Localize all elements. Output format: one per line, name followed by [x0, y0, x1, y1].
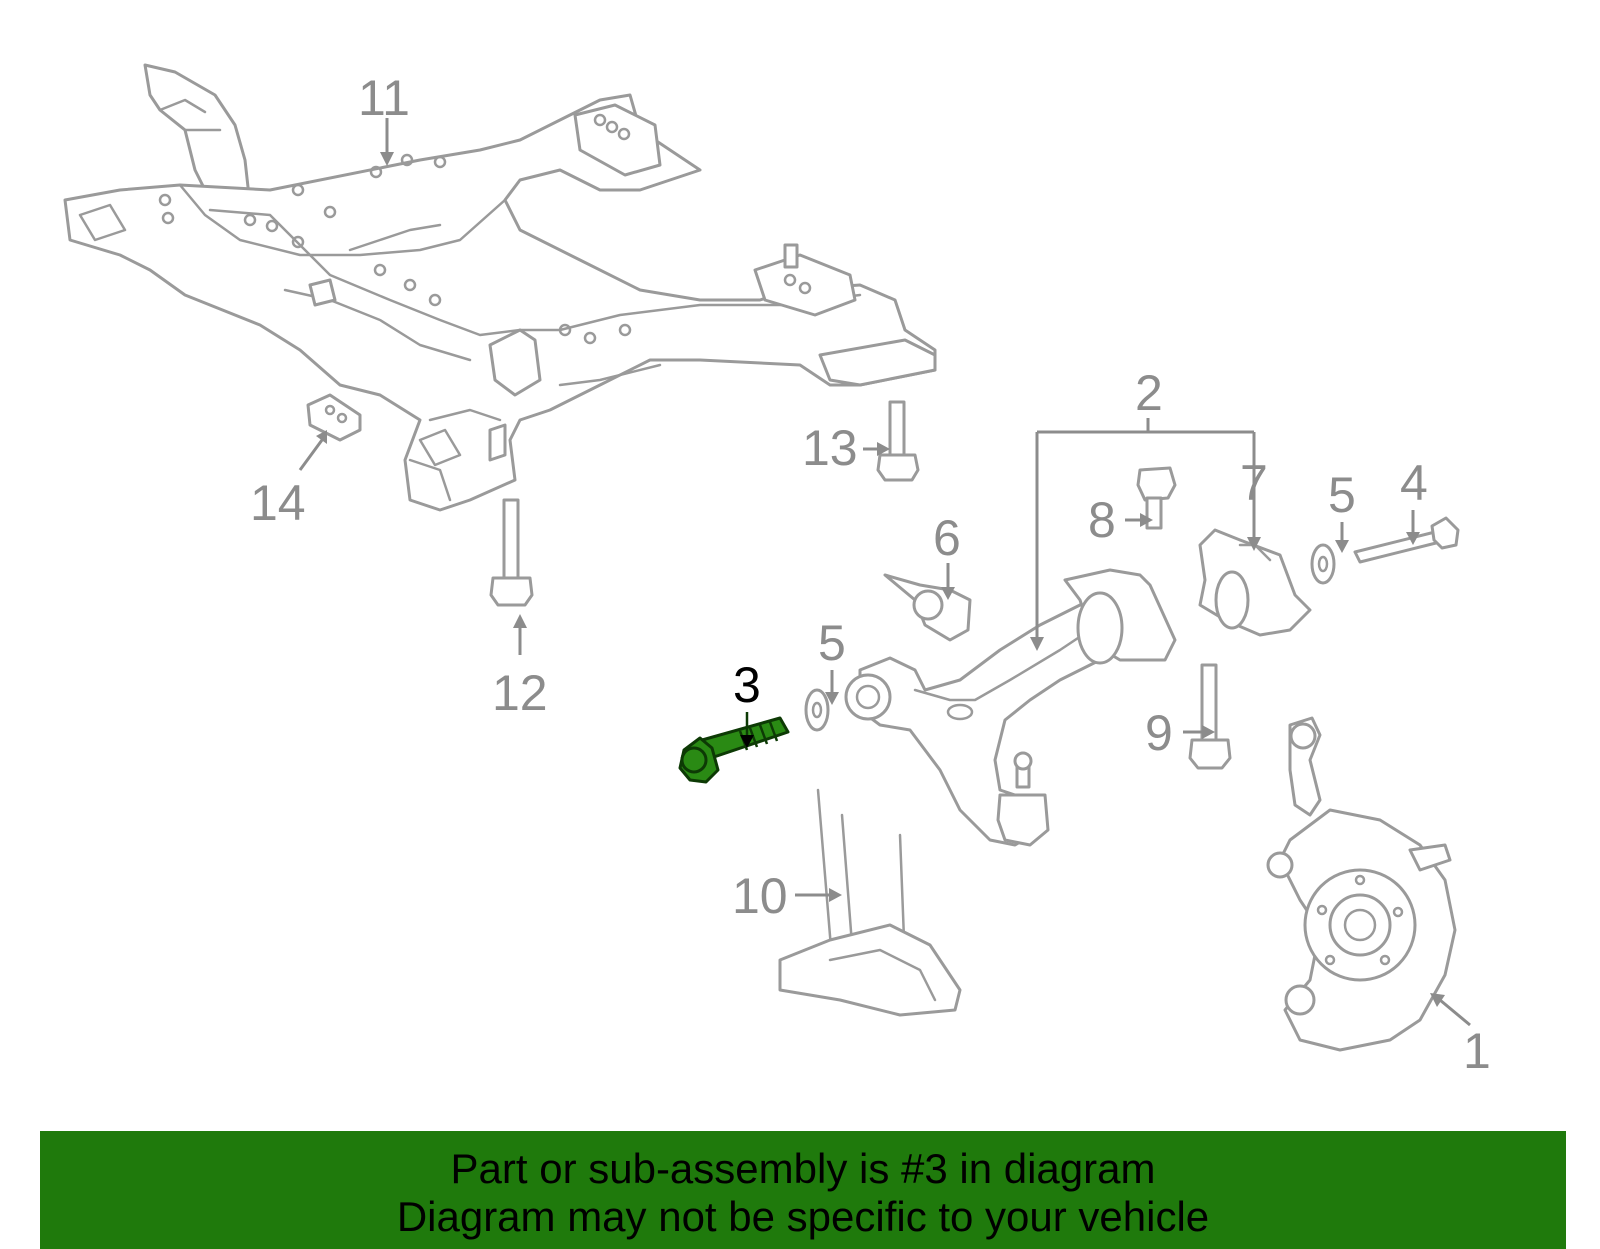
part-5-washer-right[interactable]: [1310, 543, 1336, 585]
part-2-control-arm[interactable]: [844, 568, 1177, 847]
label-6: 6: [933, 510, 961, 566]
label-5-left: 5: [818, 615, 846, 671]
label-13: 13: [802, 420, 858, 476]
part-13-bolt[interactable]: [876, 400, 920, 482]
label-8: 8: [1088, 492, 1116, 548]
part-7-bushing[interactable]: [1198, 528, 1312, 637]
label-5-right: 5: [1328, 467, 1356, 523]
part-5-washer-left[interactable]: [804, 688, 830, 732]
part-14-bracket[interactable]: [306, 393, 362, 442]
label-4: 4: [1400, 455, 1428, 511]
leader-lines: [298, 118, 1471, 1027]
label-12: 12: [492, 665, 548, 721]
label-9: 9: [1145, 705, 1173, 761]
part-10-bracket[interactable]: [778, 788, 962, 1017]
banner-line-2: Diagram may not be specific to your vehi…: [396, 1193, 1210, 1240]
info-banner: Part or sub-assembly is #3 in diagram Di…: [40, 1131, 1566, 1249]
label-7: 7: [1240, 455, 1268, 511]
banner-line-1: Part or sub-assembly is #3 in diagram: [450, 1145, 1156, 1192]
part-11-subframe[interactable]: [63, 63, 937, 512]
label-2: 2: [1135, 365, 1163, 421]
label-1: 1: [1463, 1023, 1491, 1079]
part-1-knuckle[interactable]: [1266, 716, 1457, 1052]
label-10: 10: [732, 868, 788, 924]
label-11: 11: [358, 70, 410, 126]
callout-labels: 11 14 13 12 2 6 8 7 5 4 5 3 9 10 1: [250, 70, 1491, 1079]
part-12-bolt[interactable]: [489, 498, 534, 607]
part-6-sensor-bracket[interactable]: [883, 573, 972, 642]
label-3-highlighted: 3: [733, 657, 761, 713]
label-14: 14: [250, 475, 306, 531]
part-8-bolt[interactable]: [1136, 466, 1177, 530]
part-3-bolt-highlighted[interactable]: [678, 716, 790, 784]
part-4-bolt[interactable]: [1353, 516, 1460, 564]
part-9-bolt[interactable]: [1188, 663, 1232, 770]
